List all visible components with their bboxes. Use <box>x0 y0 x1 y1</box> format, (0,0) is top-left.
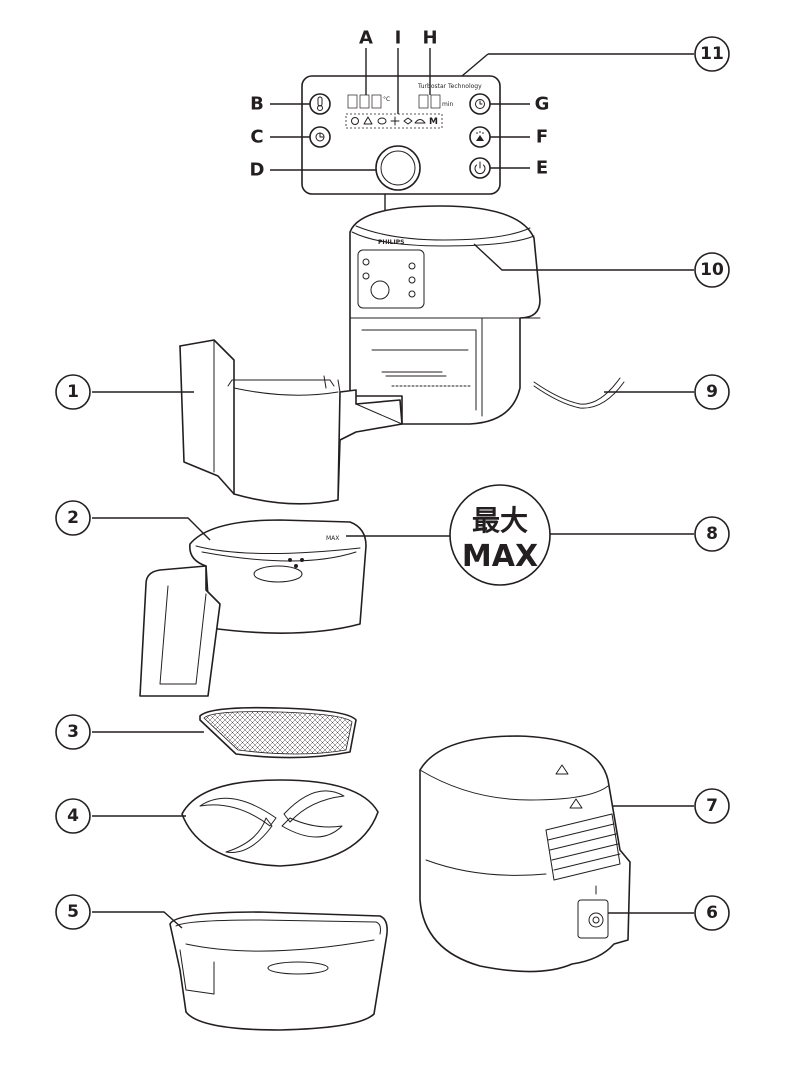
max-badge: 最大 MAX <box>449 484 551 586</box>
airfryer-back-view <box>419 735 631 973</box>
label-H: H <box>422 28 437 49</box>
callout-8-text: 8 <box>706 524 718 544</box>
callout-1-text: 1 <box>67 382 79 402</box>
keep-warm-button[interactable] <box>469 126 491 148</box>
callout-2: 2 <box>55 500 91 536</box>
callout-3: 3 <box>55 714 91 750</box>
callout-9-text: 9 <box>706 382 718 402</box>
control-panel: Turbostar Technology °C min M <box>301 75 501 195</box>
label-D: D <box>250 160 265 181</box>
air-outlet-vents <box>545 813 621 881</box>
callout-7-text: 7 <box>706 796 718 816</box>
callout-2-text: 2 <box>67 508 79 528</box>
callout-11-text: 11 <box>700 44 724 64</box>
label-I: I <box>395 28 402 49</box>
label-A: A <box>359 28 373 49</box>
callout-10: 10 <box>694 252 730 288</box>
time-unit: min <box>442 101 454 108</box>
max-badge-chinese: 最大 <box>472 504 528 537</box>
device-brand: PHILIPS <box>378 239 404 246</box>
callout-5: 5 <box>55 894 91 930</box>
warning-triangle-icon <box>555 764 569 775</box>
panel-brand-text: Turbostar Technology <box>417 83 482 90</box>
callout-4-text: 4 <box>67 806 79 826</box>
number-leaders <box>92 243 694 929</box>
max-badge-english: MAX <box>462 539 538 574</box>
basket-max-mark: MAX <box>326 535 339 542</box>
preset-food-icons <box>351 116 426 126</box>
label-F: F <box>536 127 548 148</box>
preset-icon-row <box>345 113 443 129</box>
power-button[interactable] <box>469 157 491 179</box>
callout-1: 1 <box>55 374 91 410</box>
temperature-display: °C <box>347 94 390 109</box>
callout-5-text: 5 <box>67 902 79 922</box>
callout-6-text: 6 <box>706 903 718 923</box>
timer-icon <box>475 99 485 109</box>
callout-3-text: 3 <box>67 722 79 742</box>
basket-part: MAX <box>139 519 367 697</box>
outer-pan-part <box>169 911 388 1031</box>
callout-7: 7 <box>694 788 730 824</box>
label-C: C <box>250 127 263 148</box>
temperature-button[interactable] <box>309 93 331 115</box>
callout-10-text: 10 <box>700 260 724 280</box>
preset-button[interactable] <box>309 126 331 148</box>
thermometer-icon <box>317 96 323 111</box>
power-icon <box>474 161 486 174</box>
temp-unit: °C <box>383 96 390 103</box>
callout-9: 9 <box>694 374 730 410</box>
label-E: E <box>536 158 548 179</box>
drawer-part <box>179 339 403 505</box>
preset-icon <box>315 132 325 142</box>
cord-storage <box>577 885 609 939</box>
airfryer-main-unit: PHILIPS <box>349 205 625 425</box>
callout-8: 8 <box>694 516 730 552</box>
time-display: min <box>418 94 454 109</box>
keep-warm-icon <box>476 131 484 141</box>
label-B: B <box>250 94 264 115</box>
mesh-insert-part <box>199 706 357 759</box>
label-G: G <box>535 94 550 115</box>
control-knob[interactable] <box>375 145 421 191</box>
menu-letter: M <box>429 117 438 127</box>
callout-4: 4 <box>55 798 91 834</box>
letter-leaders <box>270 48 694 171</box>
fan-insert-part <box>181 779 379 867</box>
timer-button[interactable] <box>469 93 491 115</box>
callout-6: 6 <box>694 895 730 931</box>
callout-11: 11 <box>694 36 730 72</box>
